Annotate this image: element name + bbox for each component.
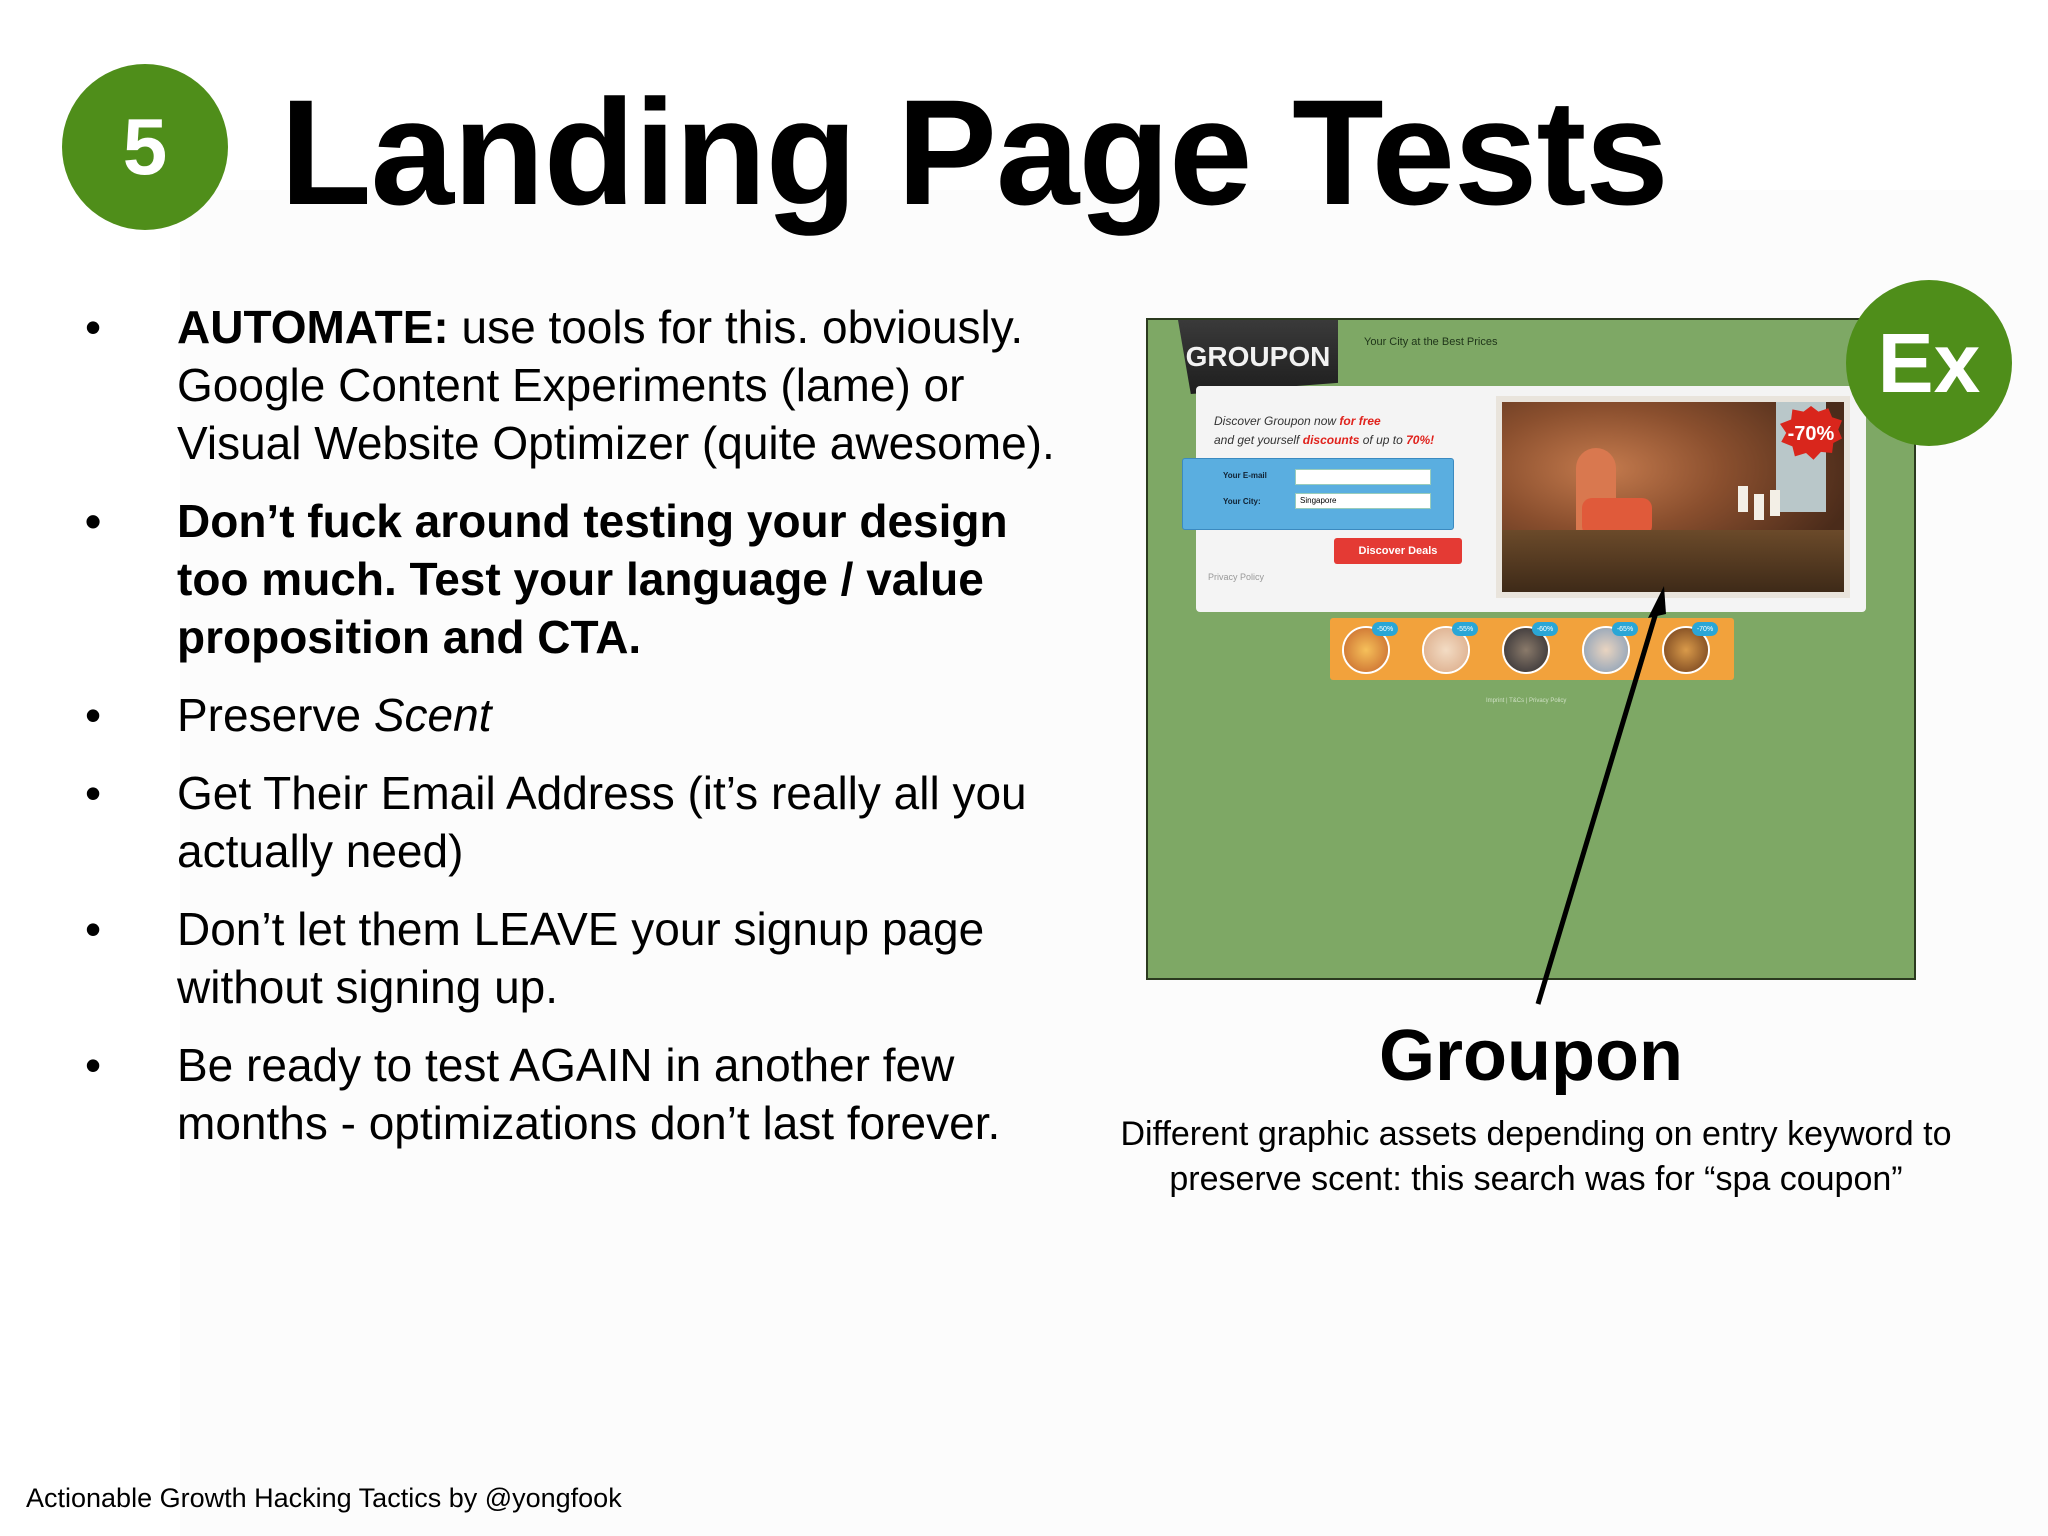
photo-bath-water bbox=[1502, 530, 1844, 592]
thumb-discount-badge: -55% bbox=[1452, 622, 1478, 636]
promo-text-part: of up to bbox=[1359, 433, 1407, 447]
photo-candle bbox=[1738, 486, 1748, 512]
photo-candle bbox=[1770, 490, 1780, 516]
privacy-link: Privacy Policy bbox=[1208, 572, 1265, 582]
example-badge: Ex bbox=[1846, 280, 2012, 446]
email-label: Your E-mail bbox=[1223, 471, 1267, 480]
promo-text-part: Discover Groupon now bbox=[1214, 414, 1340, 428]
thumb-discount-badge: -65% bbox=[1612, 622, 1638, 636]
bullet-email: Get Their Email Address (it’s really all… bbox=[80, 764, 1070, 880]
bullet-text: Get Their Email Address (it’s really all… bbox=[177, 767, 1027, 877]
bullet-design: Don’t fuck around testing your design to… bbox=[80, 492, 1070, 666]
deal-thumbnail bbox=[1662, 626, 1710, 674]
city-select: Singapore bbox=[1295, 493, 1431, 509]
bullet-automate: AUTOMATE: use tools for this. obviously.… bbox=[80, 298, 1070, 472]
bullet-leave: Don’t let them LEAVE your signup page wi… bbox=[80, 900, 1070, 1016]
thumb-discount-badge: -50% bbox=[1372, 622, 1398, 636]
bullet-text: Preserve bbox=[177, 689, 374, 741]
thumb-discount-badge: -60% bbox=[1532, 622, 1558, 636]
promo-highlight: for free bbox=[1339, 414, 1381, 428]
bullet-text: use tools for this. obviously. Google Co… bbox=[177, 301, 1055, 469]
caption-text: Different graphic assets depending on en… bbox=[1120, 1115, 1952, 1198]
discover-deals-button: Discover Deals bbox=[1334, 538, 1462, 564]
slide-title: Landing Page Tests bbox=[280, 68, 1669, 236]
groupon-screenshot: GROUPON Your City at the Best Prices Dis… bbox=[1146, 318, 1916, 980]
bullet-bold-text: Don’t fuck around testing your design to… bbox=[177, 495, 1008, 663]
deals-thumbnail-strip: -50% -55% -60% -65% -70% bbox=[1330, 618, 1734, 680]
bullet-text: Don’t let them LEAVE your signup page wi… bbox=[177, 903, 985, 1013]
footer-credit: Actionable Growth Hacking Tactics by @yo… bbox=[26, 1483, 622, 1513]
photo-robe bbox=[1582, 498, 1652, 536]
bullet-list: AUTOMATE: use tools for this. obviously.… bbox=[80, 298, 1070, 1152]
bullet-italic-text: Scent bbox=[373, 689, 492, 741]
city-label: Your City: bbox=[1223, 497, 1261, 506]
promo-text: Discover Groupon now for free and get yo… bbox=[1214, 412, 1464, 450]
caption-title: Groupon bbox=[1379, 1016, 1683, 1096]
promo-highlight: 70%! bbox=[1406, 433, 1435, 447]
photo-candle bbox=[1754, 494, 1764, 520]
bullet-bold-text: AUTOMATE: bbox=[177, 301, 449, 353]
slide-number-badge: 5 bbox=[62, 64, 228, 230]
bullet-scent: Preserve Scent bbox=[80, 686, 1070, 744]
spa-photo: -70% bbox=[1496, 396, 1850, 598]
signup-card: Discover Groupon now for free and get yo… bbox=[1182, 386, 1866, 612]
bullet-text: Be ready to test AGAIN in another few mo… bbox=[177, 1039, 1001, 1149]
promo-highlight: discounts bbox=[1302, 433, 1360, 447]
signup-form: Your E-mail Your City: Singapore bbox=[1182, 458, 1454, 530]
screenshot-footer-links: Imprint | T&Cs | Privacy Policy bbox=[1486, 698, 1567, 704]
bullet-test-again: Be ready to test AGAIN in another few mo… bbox=[80, 1036, 1070, 1152]
groupon-tagline: Your City at the Best Prices bbox=[1364, 336, 1498, 348]
email-field bbox=[1295, 469, 1431, 485]
thumb-discount-badge: -70% bbox=[1692, 622, 1718, 636]
groupon-logo: GROUPON bbox=[1178, 320, 1338, 394]
promo-text-part: and get yourself bbox=[1214, 433, 1303, 447]
